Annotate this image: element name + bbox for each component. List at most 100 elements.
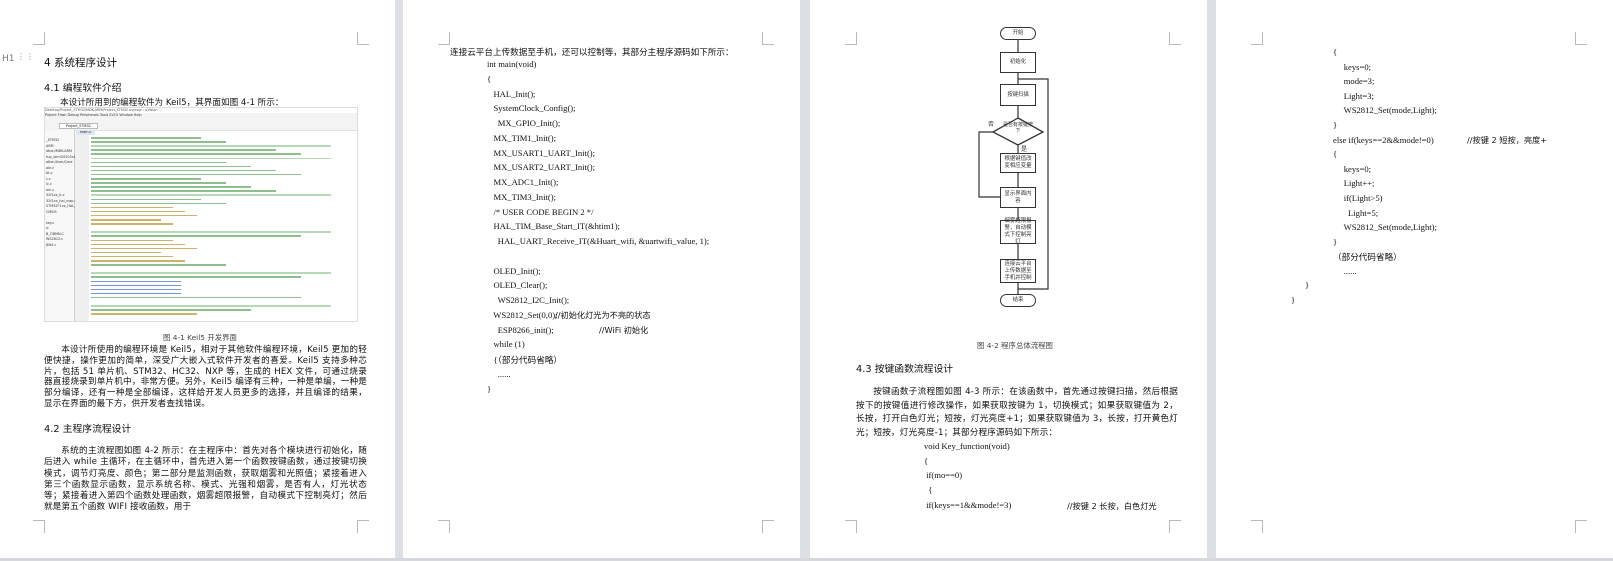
tree-item[interactable]: B_OBMN.C bbox=[46, 231, 64, 236]
code-stripe bbox=[91, 145, 331, 147]
code-line: while (1) bbox=[487, 339, 525, 350]
decision-diamond bbox=[991, 117, 1045, 146]
tree-item[interactable]: ic bbox=[46, 226, 49, 230]
code-stripe bbox=[91, 284, 181, 287]
file-tab: main.c bbox=[76, 130, 96, 135]
flow-decision: 是否有按键按下 bbox=[1003, 122, 1034, 134]
page-2: 连接云平台上传数据至手机，还可以控制等，其部分主程序源码如下所示： int ma… bbox=[403, 0, 800, 558]
code-stripe bbox=[91, 251, 161, 254]
code-line: else if(keys==2&&mode!=0) bbox=[1333, 134, 1434, 145]
heading-style-marker: H1 bbox=[2, 54, 15, 64]
code-stripe bbox=[91, 214, 197, 217]
code-stripe bbox=[91, 292, 181, 295]
tree-item[interactable]: 32f1xx_it.c bbox=[46, 193, 65, 197]
tree-item[interactable]: ic.c bbox=[46, 182, 52, 186]
code-stripe bbox=[91, 182, 226, 184]
code-line: if(keys==1&&mode!=3) bbox=[924, 499, 1012, 510]
paragraph: 系统的主流程图如图 4-2 所示：在主程序中：首先对各个模块进行初始化，随后进入… bbox=[44, 446, 367, 513]
code-line: } bbox=[487, 383, 492, 394]
tree-item[interactable]: ation/User/Core bbox=[46, 160, 73, 164]
code-stripe bbox=[91, 169, 276, 172]
flow-yes-label: 是 bbox=[1021, 146, 1028, 153]
code-line: } bbox=[1291, 295, 1296, 305]
code-line: SystemClock_Config(); bbox=[487, 103, 576, 114]
tree-item[interactable]: JE64.c bbox=[46, 242, 57, 247]
tree-item[interactable]: _STM32 bbox=[46, 138, 60, 142]
code-comment: //初始化灯光为不亮的状态 bbox=[555, 310, 651, 320]
code-line: Light=5; bbox=[1333, 207, 1379, 218]
flow-display: 显示界面内容 bbox=[1000, 187, 1036, 208]
tree-item[interactable]: key.c bbox=[46, 220, 55, 225]
code-line: MX_GPIO_Init(); bbox=[487, 118, 561, 128]
code-line: ...... bbox=[487, 368, 511, 379]
margin-mark bbox=[762, 520, 774, 533]
tree-item[interactable]: ain.c bbox=[46, 165, 55, 170]
flowchart-connectors bbox=[978, 40, 1049, 294]
tree-item[interactable]: tup_stm32f103xb.s bbox=[46, 154, 79, 159]
horizontal-scrollbar[interactable] bbox=[0, 558, 1613, 561]
flow-update: 根据键值改变相应变量 bbox=[1000, 153, 1036, 173]
flow-alarm: 烟雾超限报警，自动模式下控制亮灯 bbox=[1000, 218, 1036, 245]
keil-toolbar-2: Project_STM32 bbox=[45, 123, 357, 131]
tree-item[interactable]: ain.c bbox=[46, 187, 55, 192]
code-stripe bbox=[91, 198, 201, 201]
margin-mark bbox=[33, 32, 45, 45]
tree-item[interactable]: ARM bbox=[46, 143, 54, 148]
tree-item[interactable]: tit.c bbox=[46, 171, 53, 175]
flow-init: 初始化 bbox=[1000, 52, 1036, 73]
code-stripe bbox=[91, 280, 181, 283]
code-stripe bbox=[91, 296, 301, 299]
code-stripe bbox=[91, 137, 201, 139]
tree-item[interactable]: STM32F1xx_HAL_Dri bbox=[46, 204, 81, 208]
code-stripe bbox=[91, 313, 197, 315]
keil-screenshot: Desktop\Project_STM32\MDK-ARM\Project_ST… bbox=[44, 107, 358, 322]
code-line: MX_TIM3_Init(); bbox=[487, 191, 556, 202]
margin-mark bbox=[357, 32, 369, 45]
code-comment: //按键 2 短按，亮度+ bbox=[1467, 135, 1548, 145]
margin-mark bbox=[845, 520, 857, 533]
tree-item[interactable]: c.c bbox=[46, 176, 51, 181]
code-line: } bbox=[1305, 280, 1310, 290]
figure-caption: 图 4-1 Keil5 开发界面 bbox=[163, 333, 237, 342]
code-stripe bbox=[91, 153, 301, 155]
code-stripe bbox=[91, 173, 301, 176]
code-line: if(Light>5) bbox=[1333, 193, 1383, 203]
margin-mark bbox=[762, 32, 774, 45]
flow-start: 开始 bbox=[1000, 27, 1036, 40]
code-stripe bbox=[91, 239, 173, 242]
margin-mark bbox=[1251, 520, 1263, 533]
figure-caption: 图 4-2 程序总体流程图 bbox=[977, 341, 1053, 350]
code-stripe bbox=[91, 157, 331, 160]
code-line: keys=0; bbox=[1333, 163, 1372, 174]
code-stripe bbox=[91, 260, 185, 262]
code-stripe bbox=[91, 243, 185, 246]
code-line: { bbox=[487, 73, 492, 84]
page-1: 4 系统程序设计 4.1 编程软件介绍 本设计所用到的编程软件为 Keil5，其… bbox=[0, 0, 395, 558]
code-line: { bbox=[1333, 47, 1338, 57]
tree-item[interactable]: CMSIS bbox=[46, 209, 57, 214]
code-comment: //WiFi 初始化 bbox=[599, 325, 649, 335]
code-stripe bbox=[91, 161, 226, 164]
code-stripe bbox=[91, 255, 173, 258]
code-stripe bbox=[91, 264, 226, 266]
tree-item[interactable]: ation/MDK-ARM bbox=[46, 149, 72, 153]
code-stripe bbox=[91, 288, 181, 291]
margin-mark bbox=[1169, 32, 1181, 45]
flow-end: 结束 bbox=[1000, 294, 1036, 307]
drag-handle-icon[interactable]: ⋮⋮ bbox=[17, 52, 35, 61]
section-heading-4-2: 4.2 主程序流程设计 bbox=[44, 424, 132, 435]
continued-paragraph: 连接云平台上传数据至手机，还可以控制等，其部分主程序源码如下所示： bbox=[450, 48, 734, 58]
code-line: HAL_TIM_Base_Start_IT(&htim1); bbox=[487, 221, 620, 232]
code-line: { bbox=[1333, 149, 1338, 160]
code-line: { bbox=[924, 455, 929, 466]
code-stripe bbox=[91, 272, 331, 274]
tree-item[interactable]: WS2812.c bbox=[46, 237, 64, 241]
code-stripe bbox=[91, 206, 173, 209]
margin-mark bbox=[1575, 32, 1587, 45]
code-line: WS2812_I2C_Init(); bbox=[487, 295, 570, 305]
paragraph: 本设计所使用的编程环境是 Keil5，相对于其他软件编程环境，Keil5 更加的… bbox=[44, 345, 367, 409]
tree-item[interactable]: 32f1xx_hal_msp.c bbox=[46, 198, 77, 203]
target-select: Project_STM32 bbox=[59, 123, 98, 129]
flow-cloud: 连接云平台上传数据至手机并控制 bbox=[1000, 259, 1036, 283]
